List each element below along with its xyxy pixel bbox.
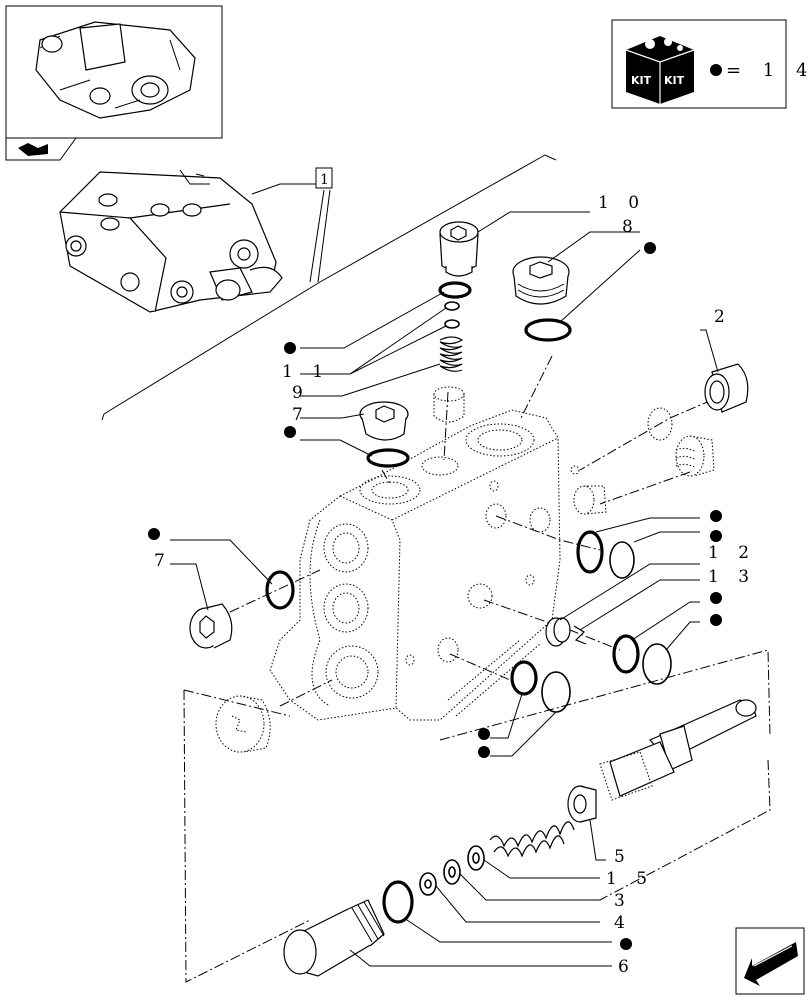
callout-15: 1 5 <box>606 869 654 889</box>
backup-ring-right-a <box>609 541 635 579</box>
o-ring-part-7-upper <box>366 448 410 468</box>
spring-part-11 <box>439 336 464 372</box>
kit-marker-right-c <box>710 592 722 604</box>
washer-lower <box>444 319 460 329</box>
kit-marker-8 <box>644 242 656 254</box>
callout-5: 5 <box>614 847 632 867</box>
lower-left-fitting <box>215 695 271 753</box>
kit-marker-6 <box>620 938 632 950</box>
kit-word-right: KIT <box>664 74 685 87</box>
backup-ring-mid <box>541 671 571 713</box>
washer-part-3-inner <box>472 852 480 864</box>
valve-housing-small-view <box>59 169 316 313</box>
poppet-part-12 <box>545 617 571 647</box>
callout-7-lower: 7 <box>154 551 172 571</box>
leader-lines <box>170 211 719 967</box>
spool-part <box>599 699 757 801</box>
o-ring-left <box>265 570 295 610</box>
o-ring-right-a <box>576 530 604 574</box>
adapter-fitting <box>570 465 607 515</box>
washer-upper <box>444 301 460 311</box>
o-ring-part-8 <box>524 318 572 342</box>
callout-8: 8 <box>622 217 640 237</box>
kit-legend: KIT KIT = 1 4 <box>611 19 812 109</box>
spool-group-frame <box>183 649 771 983</box>
callout-12: 1 2 <box>708 543 756 563</box>
plug-part-8 <box>512 256 570 305</box>
valve-body <box>269 409 561 721</box>
kit-bullet-icon <box>710 64 722 76</box>
washer-part-4 <box>419 872 437 896</box>
washer-part-15-inner <box>448 866 456 878</box>
relief-fitting <box>675 435 715 477</box>
kit-box-icon: KIT KIT <box>625 36 695 104</box>
callout-labels: 1 0 8 1 1 9 7 2 7 1 2 1 3 5 1 5 3 4 6 <box>148 193 756 977</box>
spring-seat-part-5 <box>567 785 597 823</box>
washer-part-3-outer <box>467 845 485 871</box>
callout-7-upper: 7 <box>292 405 310 425</box>
kit-marker-right-d <box>710 614 722 626</box>
callout-4: 4 <box>614 913 632 933</box>
washer-part-15 <box>443 859 461 885</box>
callout-2: 2 <box>714 307 732 327</box>
callout-6: 6 <box>618 957 636 977</box>
next-arrow-icon <box>744 942 798 986</box>
o-ring-mid <box>510 660 538 696</box>
o-ring-right-b <box>612 634 640 674</box>
kit-word-left: KIT <box>631 74 652 87</box>
thumbnail-frame <box>5 5 223 161</box>
spring-part-13 <box>573 625 587 645</box>
kit-marker-right-b <box>710 530 722 542</box>
spring-part-15 <box>489 821 575 858</box>
kit-quantity: = 1 4 <box>726 60 812 81</box>
callout-13: 1 3 <box>708 567 756 587</box>
poppet-part-9 <box>433 386 465 423</box>
o-ring-upper <box>438 281 472 299</box>
kit-marker-left <box>148 528 160 540</box>
washer-part-4-inner <box>424 879 432 889</box>
reference-tag: 1 <box>315 167 333 189</box>
plug-part-10 <box>439 221 479 277</box>
end-plug-part-6 <box>283 899 385 977</box>
callout-11: 1 1 <box>282 362 330 382</box>
kit-marker-7-upper <box>284 426 296 438</box>
plug-part-7-lower <box>189 603 233 649</box>
kit-marker-right-a <box>710 510 722 522</box>
kit-marker-mid-b <box>478 746 490 758</box>
kit-marker-11 <box>284 342 296 354</box>
plug-part-2 <box>704 363 749 413</box>
next-page-button[interactable] <box>735 927 805 995</box>
kit-marker-mid-a <box>478 728 490 740</box>
reference-tag-label: 1 <box>320 172 329 188</box>
callout-10: 1 0 <box>598 193 646 213</box>
seal-part-2 <box>647 407 673 441</box>
page-back-icon[interactable] <box>18 143 48 156</box>
backup-ring-right-b <box>642 643 672 685</box>
callout-3: 3 <box>614 891 632 911</box>
o-ring-part-6 <box>382 880 414 924</box>
plug-part-7-upper <box>359 401 409 441</box>
callout-9: 9 <box>292 383 310 403</box>
